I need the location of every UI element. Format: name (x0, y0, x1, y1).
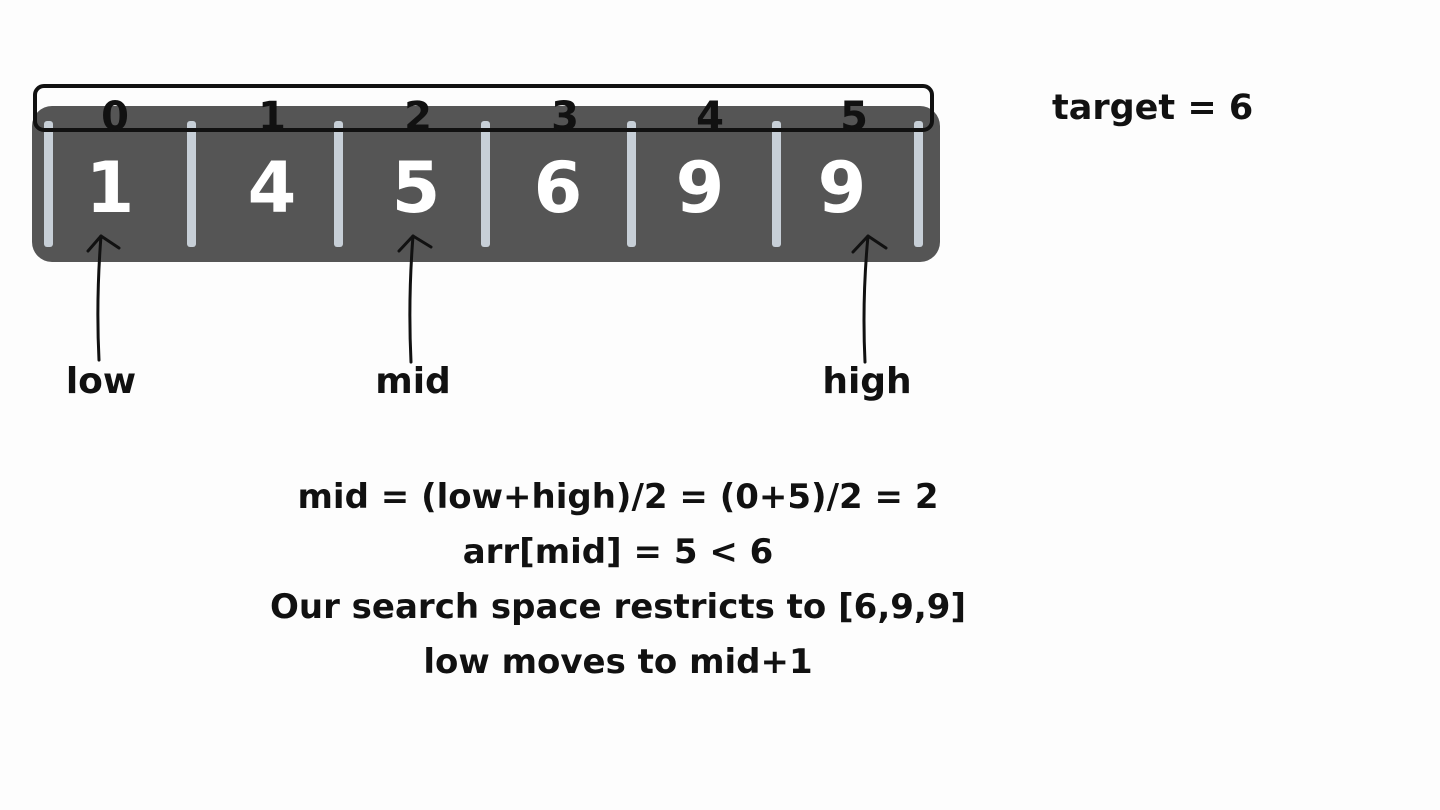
array-divider (627, 121, 636, 247)
high-pointer-label: high (822, 361, 912, 402)
array-divider (772, 121, 781, 247)
index-label: 2 (404, 94, 432, 140)
array-value: 9 (675, 147, 725, 229)
array-value: 1 (85, 147, 135, 229)
index-label: 4 (696, 94, 724, 140)
array-divider (334, 121, 343, 247)
array-divider (44, 121, 53, 247)
explanation-line: Our search space restricts to [6,9,9] (269, 587, 967, 627)
target-label: target = 6 (1052, 88, 1254, 128)
index-label: 0 (101, 94, 129, 140)
explanation-line: low moves to mid+1 (423, 642, 813, 682)
array-value: 9 (817, 147, 867, 229)
index-row-frame (33, 84, 934, 132)
index-label: 5 (840, 94, 868, 140)
low-pointer-label: low (65, 361, 137, 402)
index-label: 3 (551, 94, 579, 140)
array-divider (187, 121, 196, 247)
mid-arrow-shaft (408, 234, 415, 364)
high-arrow-shaft (862, 234, 870, 364)
array-divider (481, 121, 490, 247)
explanation-line: arr[mid] = 5 < 6 (462, 532, 774, 572)
low-arrow-shaft (96, 234, 103, 362)
array-value: 6 (533, 147, 583, 229)
array-value: 4 (247, 147, 297, 229)
explanation-block: mid = (low+high)/2 = (0+5)/2 = 2 arr[mid… (200, 470, 1036, 690)
array-value: 5 (391, 147, 441, 229)
array-divider (914, 121, 923, 247)
mid-arrow-head (397, 234, 433, 253)
explanation-line: mid = (low+high)/2 = (0+5)/2 = 2 (297, 477, 939, 517)
low-arrow-head (86, 234, 121, 253)
high-arrow-head (851, 234, 888, 254)
mid-pointer-label: mid (375, 361, 451, 402)
index-label: 1 (258, 94, 286, 140)
